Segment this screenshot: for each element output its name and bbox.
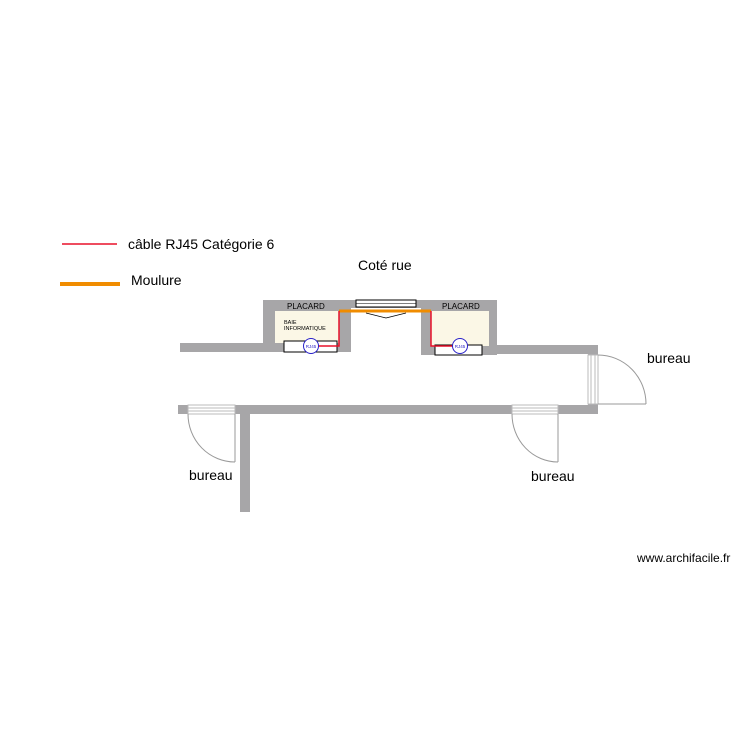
window (355, 299, 417, 319)
rj45-socket-left: RJ45 (303, 338, 319, 354)
rj45-cable-left (316, 311, 340, 347)
svg-text:RJ45: RJ45 (306, 344, 317, 349)
legend-cable-label: câble RJ45 Catégorie 6 (128, 236, 275, 252)
svg-text:RJ45: RJ45 (455, 344, 466, 349)
closet-left-label: PLACARD (287, 302, 325, 311)
room-bottom-right-label: bureau (531, 468, 575, 484)
street-side-label: Coté rue (358, 257, 412, 273)
room-right-label: bureau (647, 350, 691, 366)
door-bottom-left (187, 404, 236, 463)
rj45-cable-right (430, 311, 456, 347)
legend-moulure-label: Moulure (131, 272, 182, 288)
watermark: www.archifacile.fr (636, 551, 730, 565)
door-right (587, 354, 647, 405)
rj45-socket-right: RJ45 (452, 338, 468, 354)
closet-left-floor (275, 311, 339, 343)
rack-label-2: INFORMATIQUE (284, 326, 326, 332)
rack-label-1: BAIE (284, 320, 297, 326)
door-bottom-right (511, 404, 559, 463)
closet-right-label: PLACARD (442, 302, 480, 311)
room-bottom-left-label: bureau (189, 467, 233, 483)
